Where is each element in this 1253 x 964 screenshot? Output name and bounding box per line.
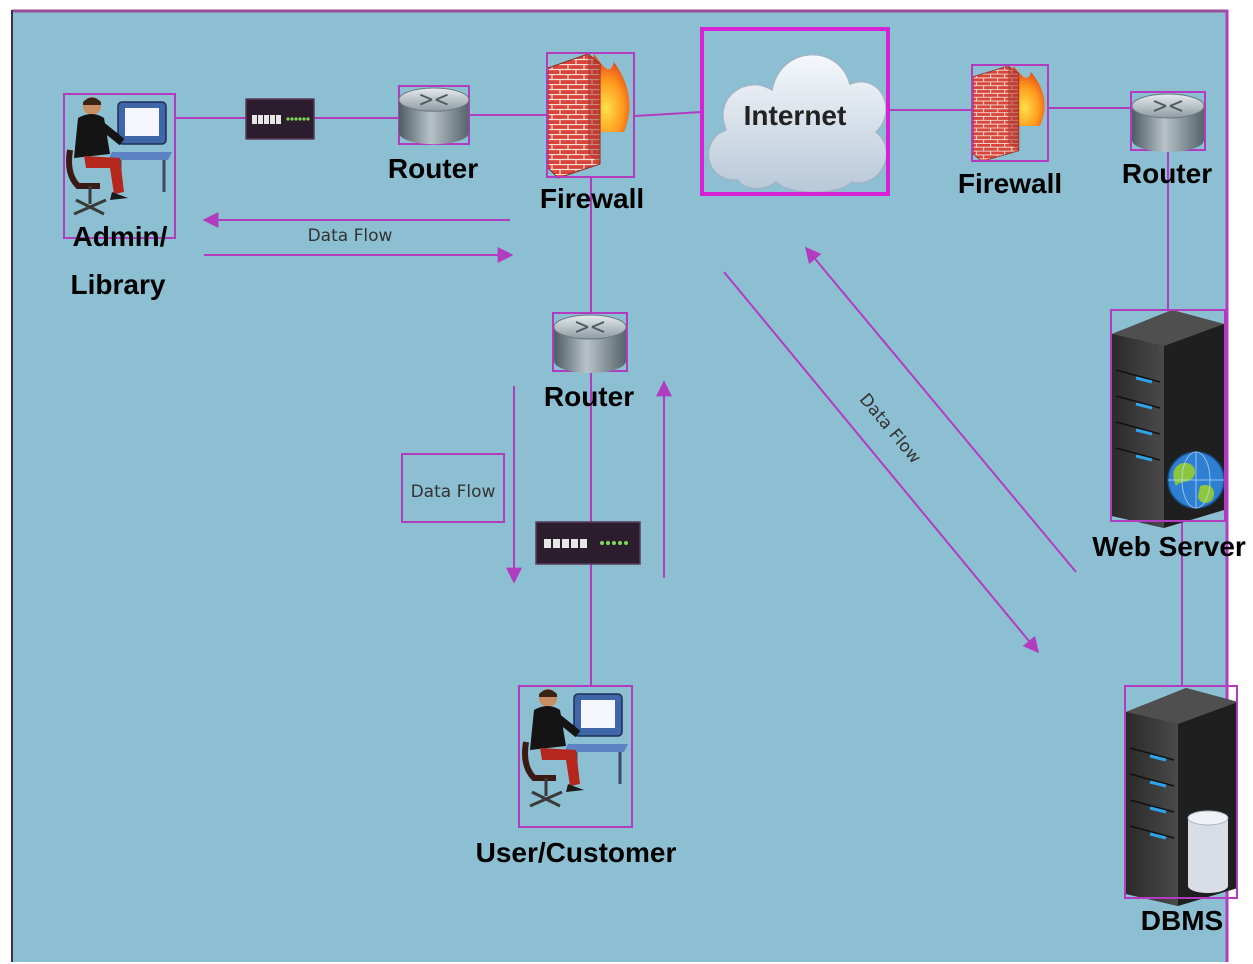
internet-label: Internet [744, 100, 847, 131]
router-right-node: Router [1122, 91, 1212, 189]
web-server-node: Web Server [1092, 308, 1246, 562]
link-firewall-internet [633, 111, 703, 117]
flow-label-top: Data Flow [308, 226, 393, 246]
router-right-label: Router [1122, 158, 1212, 189]
switch-left [245, 98, 315, 140]
router-left-label: Router [388, 153, 478, 184]
diagram-background [12, 10, 1228, 962]
router-left-node: Router [388, 85, 478, 184]
connectors [176, 107, 1183, 686]
router-center-label: Router [544, 381, 634, 412]
firewall-left-node: Firewall [540, 52, 644, 214]
database-cylinder-icon [1187, 810, 1229, 893]
router-center-icon [553, 314, 627, 374]
internet-node: Internet [700, 27, 890, 196]
dbms-label: DBMS [1141, 905, 1223, 936]
router-left-icon [398, 87, 470, 146]
flow-label-center: Data Flow [411, 482, 496, 502]
arrow-diagonal-down [723, 271, 1040, 654]
arrow-diagonal-up [804, 246, 1077, 573]
flow-arrows [202, 212, 1077, 654]
switch-center [535, 521, 641, 565]
user-node: User/Customer [476, 685, 677, 868]
globe-icon [1167, 451, 1225, 509]
admin-selection-box [63, 93, 176, 239]
firewall-right-selection-box [971, 64, 1049, 162]
user-label: User/Customer [476, 837, 677, 868]
firewall-left-selection-box [546, 52, 635, 178]
firewall-left-label: Firewall [540, 183, 644, 214]
dbms-selection-box [1124, 685, 1238, 899]
router-right-icon [1131, 93, 1205, 153]
router-center-node: Router [544, 312, 634, 412]
cloud-icon [707, 53, 888, 194]
admin-node: Admin/ Library [63, 93, 176, 300]
admin-label-line2: Library [71, 269, 166, 300]
firewall-right-label: Firewall [958, 168, 1062, 199]
firewall-right-node: Firewall [958, 64, 1062, 199]
web-server-label: Web Server [1092, 531, 1246, 562]
admin-label-line1: Admin/ [73, 221, 168, 252]
flow-label-center-box [401, 453, 505, 523]
web-server-selection-box [1110, 309, 1226, 522]
dbms-node: DBMS [1124, 685, 1240, 936]
internet-highlight-box [700, 27, 890, 196]
user-selection-box [518, 685, 633, 828]
